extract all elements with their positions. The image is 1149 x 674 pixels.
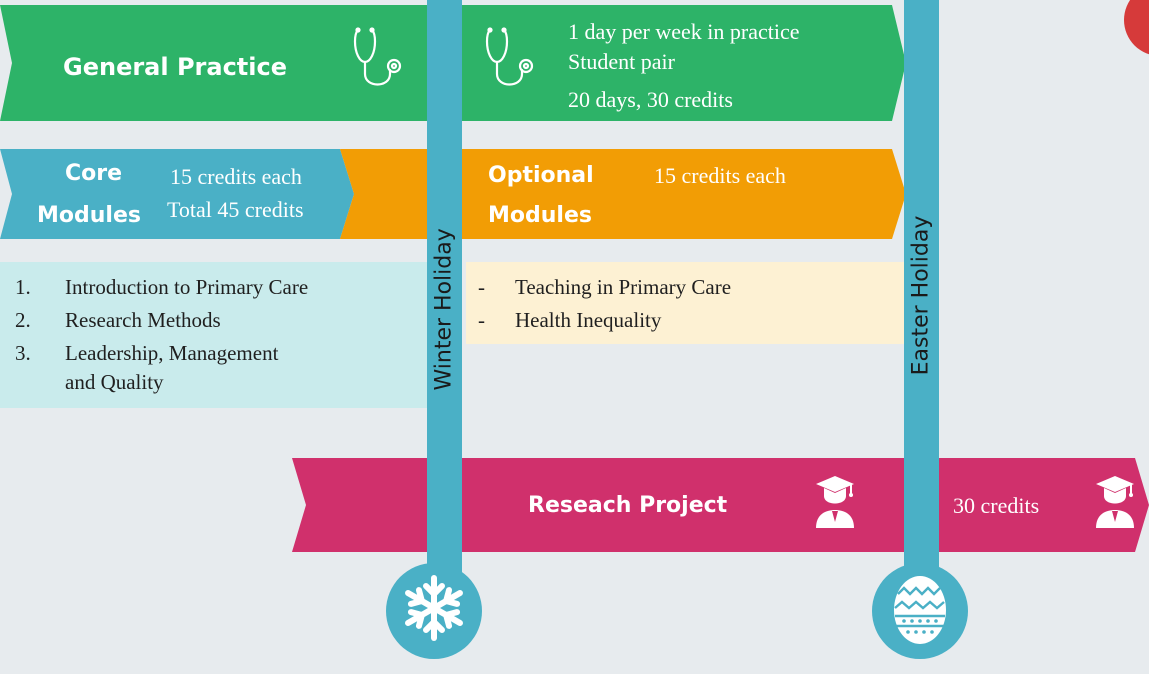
core-modules-credits-2: Total 45 credits (167, 197, 304, 222)
snowflake-icon (405, 575, 463, 641)
core-item-1-num: 1. (15, 275, 31, 299)
research-project-credits: 30 credits (953, 493, 1040, 518)
core-item-3-text: Leadership, Management (65, 341, 279, 365)
general-practice-detail-1: 1 day per week in practice (568, 19, 800, 44)
corner-badge (1124, 0, 1149, 55)
core-modules-arrow (0, 149, 354, 239)
core-item-3-num: 3. (15, 341, 31, 365)
core-item-2-num: 2. (15, 308, 31, 332)
stethoscope-icon (485, 27, 534, 86)
core-modules-title-1: Core (65, 161, 123, 186)
core-item-3-cont: and Quality (65, 370, 164, 394)
general-practice-detail-2: Student pair (568, 49, 675, 74)
core-item-2-text: Research Methods (65, 308, 221, 332)
stethoscope-icon (353, 27, 402, 86)
optional-modules-title-1: Optional (488, 163, 594, 188)
optional-modules-title-2: Modules (488, 203, 592, 228)
optional-item-1-text: Teaching in Primary Care (515, 275, 732, 299)
general-practice-detail-3: 20 days, 30 credits (568, 87, 733, 112)
optional-item-1-bullet: - (478, 275, 485, 299)
general-practice-title: General Practice (63, 53, 288, 81)
graduate-icon (816, 476, 854, 528)
optional-item-2-bullet: - (478, 308, 485, 332)
optional-modules-arrow (340, 149, 906, 239)
easter-egg-icon (894, 576, 946, 644)
winter-holiday-bar (427, 0, 462, 600)
easter-holiday-label: Easter Holiday (908, 215, 934, 376)
winter-holiday-label: Winter Holiday (431, 228, 457, 391)
optional-modules-credits: 15 credits each (654, 163, 786, 188)
graduate-icon (1096, 476, 1134, 528)
research-project-title: Reseach Project (528, 493, 728, 518)
core-item-1-text: Introduction to Primary Care (65, 275, 309, 299)
core-modules-credits-1: 15 credits each (170, 164, 302, 189)
optional-modules-list-panel (466, 262, 906, 344)
easter-holiday-bar (904, 0, 939, 600)
core-modules-list-panel (0, 262, 440, 408)
core-modules-title-2: Modules (37, 203, 141, 228)
optional-item-2-text: Health Inequality (515, 308, 662, 332)
